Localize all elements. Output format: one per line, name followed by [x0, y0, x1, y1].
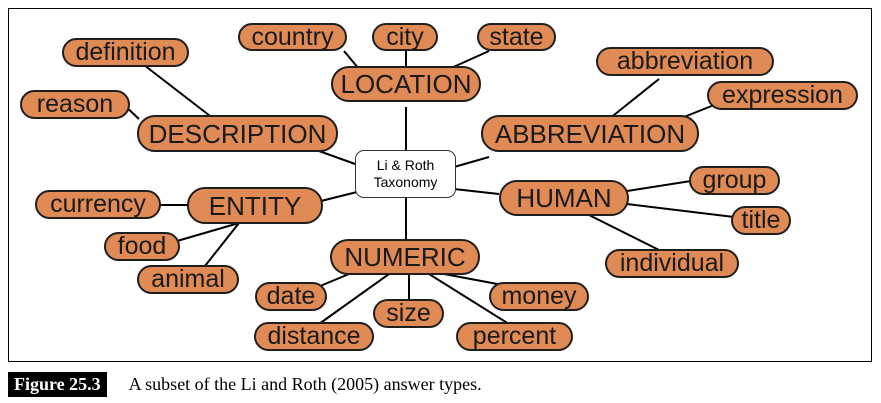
root-label-line2: Taxonomy [373, 174, 438, 190]
leaf-city: city [372, 23, 438, 51]
leaf-distance: distance [254, 322, 374, 351]
leaf-abbreviation: abbreviation [596, 47, 774, 76]
category-entity: ENTITY [187, 187, 323, 224]
leaf-size: size [373, 299, 444, 328]
leaf-food: food [104, 232, 180, 261]
category-location: LOCATION [331, 66, 481, 102]
leaf-state: state [477, 23, 556, 51]
leaf-animal: animal [137, 265, 239, 294]
leaf-individual: individual [605, 249, 739, 278]
taxonomy-root-node: Li & Roth Taxonomy [355, 150, 456, 198]
figure-label: Figure 25.3 [8, 372, 107, 397]
leaf-group: group [689, 166, 780, 195]
category-abbreviation: ABBREVIATION [481, 115, 699, 152]
leaf-money: money [489, 282, 589, 311]
leaf-expression: expression [707, 81, 858, 110]
leaf-percent: percent [456, 322, 573, 351]
leaf-currency: currency [35, 190, 161, 219]
category-numeric: NUMERIC [330, 239, 480, 275]
leaf-country: country [238, 23, 347, 51]
leaf-title: title [731, 206, 791, 235]
figure-caption: Figure 25.3 A subset of the Li and Roth … [8, 372, 482, 397]
root-label-line1: Li & Roth [376, 156, 435, 173]
leaf-date: date [255, 282, 327, 311]
diagram-frame: Li & Roth Taxonomy LOCATION DESCRIPTION … [8, 8, 872, 362]
category-human: HUMAN [499, 180, 629, 216]
category-description: DESCRIPTION [137, 115, 338, 152]
caption-text: A subset of the Li and Roth (2005) answe… [128, 374, 482, 394]
leaf-reason: reason [20, 90, 130, 119]
leaf-definition: definition [62, 38, 189, 67]
